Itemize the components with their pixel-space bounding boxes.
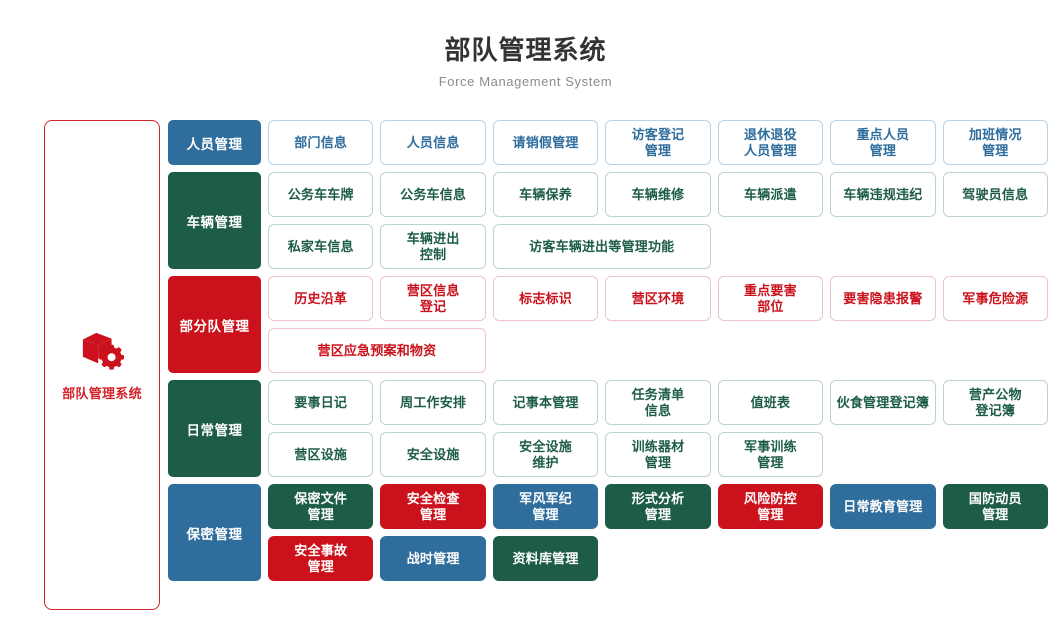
module-button[interactable]: 安全事故 管理 xyxy=(268,536,374,581)
module-button[interactable]: 要害隐患报警 xyxy=(830,276,936,321)
module-board: 部队管理系统 人员管理部门信息人员信息请销假管理访客登记 管理退休退役 人员管理… xyxy=(0,120,1051,610)
module-button[interactable]: 值班表 xyxy=(717,380,824,425)
module-button[interactable]: 营区应急预案和物资 xyxy=(268,328,486,373)
module-button[interactable]: 安全设施 维护 xyxy=(492,432,599,477)
module-button[interactable]: 车辆违规违纪 xyxy=(830,172,936,217)
category-label[interactable]: 日常管理 xyxy=(168,380,261,477)
module-button[interactable]: 营区信息 登记 xyxy=(380,276,486,321)
category-label[interactable]: 部分队管理 xyxy=(168,276,261,373)
module-row: 私家车信息车辆进出 控制访客车辆进出等管理功能 xyxy=(268,224,1048,269)
module-button[interactable]: 营区设施 xyxy=(268,432,374,477)
section-rows: 公务车车牌公务车信息车辆保养车辆维修车辆派遣车辆违规违纪驾驶员信息私家车信息车辆… xyxy=(268,172,1048,269)
module-button[interactable]: 营产公物 登记簿 xyxy=(942,380,1048,425)
section: 车辆管理公务车车牌公务车信息车辆保养车辆维修车辆派遣车辆违规违纪驾驶员信息私家车… xyxy=(168,172,1048,269)
module-button[interactable]: 车辆派遣 xyxy=(717,172,824,217)
category-label[interactable]: 车辆管理 xyxy=(168,172,261,269)
module-button[interactable]: 历史沿革 xyxy=(268,276,374,321)
box-gear-icon xyxy=(79,329,125,373)
section-rows: 部门信息人员信息请销假管理访客登记 管理退休退役 人员管理重点人员 管理加班情况… xyxy=(268,120,1048,165)
page-subtitle: Force Management System xyxy=(438,73,613,89)
sections-container: 人员管理部门信息人员信息请销假管理访客登记 管理退休退役 人员管理重点人员 管理… xyxy=(168,120,1048,588)
module-button[interactable]: 形式分析 管理 xyxy=(605,484,711,529)
module-button[interactable]: 车辆进出 控制 xyxy=(380,224,486,269)
module-button[interactable]: 部门信息 xyxy=(268,120,374,165)
module-button[interactable]: 战时管理 xyxy=(380,536,486,581)
module-button[interactable]: 伙食管理登记簿 xyxy=(830,380,936,425)
section-rows: 要事日记周工作安排记事本管理任务清单 信息值班表伙食管理登记簿营产公物 登记簿营… xyxy=(268,380,1048,477)
module-button[interactable]: 车辆保养 xyxy=(492,172,599,217)
module-button[interactable]: 风险防控 管理 xyxy=(717,484,824,529)
module-button[interactable]: 军事危险源 xyxy=(942,276,1048,321)
category-label[interactable]: 保密管理 xyxy=(168,484,261,581)
section-rows: 保密文件 管理安全检查 管理军风军纪 管理形式分析 管理风险防控 管理日常教育管… xyxy=(268,484,1048,581)
module-row: 保密文件 管理安全检查 管理军风军纪 管理形式分析 管理风险防控 管理日常教育管… xyxy=(268,484,1048,529)
section: 部分队管理历史沿革营区信息 登记标志标识营区环境重点要害 部位要害隐患报警军事危… xyxy=(168,276,1048,373)
module-row: 安全事故 管理战时管理资料库管理 xyxy=(268,536,1048,581)
module-button[interactable]: 营区环境 xyxy=(605,276,711,321)
module-button[interactable]: 退休退役 人员管理 xyxy=(717,120,824,165)
module-button[interactable]: 周工作安排 xyxy=(380,380,486,425)
module-button[interactable]: 人员信息 xyxy=(380,120,486,165)
module-row: 要事日记周工作安排记事本管理任务清单 信息值班表伙食管理登记簿营产公物 登记簿 xyxy=(268,380,1048,425)
category-label[interactable]: 人员管理 xyxy=(168,120,261,165)
section: 人员管理部门信息人员信息请销假管理访客登记 管理退休退役 人员管理重点人员 管理… xyxy=(168,120,1048,165)
module-button[interactable]: 军事训练 管理 xyxy=(717,432,824,477)
module-button[interactable]: 国防动员 管理 xyxy=(942,484,1048,529)
section: 日常管理要事日记周工作安排记事本管理任务清单 信息值班表伙食管理登记簿营产公物 … xyxy=(168,380,1048,477)
section: 保密管理保密文件 管理安全检查 管理军风军纪 管理形式分析 管理风险防控 管理日… xyxy=(168,484,1048,581)
module-button[interactable]: 公务车车牌 xyxy=(268,172,374,217)
module-button[interactable]: 安全检查 管理 xyxy=(380,484,486,529)
sidebar-brand-panel: 部队管理系统 xyxy=(44,120,160,610)
module-button[interactable]: 私家车信息 xyxy=(268,224,374,269)
module-button[interactable]: 资料库管理 xyxy=(492,536,599,581)
module-button[interactable]: 标志标识 xyxy=(492,276,599,321)
module-row: 公务车车牌公务车信息车辆保养车辆维修车辆派遣车辆违规违纪驾驶员信息 xyxy=(268,172,1048,217)
module-button[interactable]: 车辆维修 xyxy=(605,172,711,217)
module-button[interactable]: 重点人员 管理 xyxy=(830,120,936,165)
module-button[interactable]: 访客车辆进出等管理功能 xyxy=(492,224,711,269)
page-header: 部队管理系统 Force Management System xyxy=(0,0,1051,89)
module-button[interactable]: 任务清单 信息 xyxy=(605,380,711,425)
module-button[interactable]: 重点要害 部位 xyxy=(717,276,824,321)
module-row: 营区应急预案和物资 xyxy=(268,328,1048,373)
module-button[interactable]: 加班情况 管理 xyxy=(942,120,1048,165)
module-row: 部门信息人员信息请销假管理访客登记 管理退休退役 人员管理重点人员 管理加班情况… xyxy=(268,120,1048,165)
module-button[interactable]: 日常教育管理 xyxy=(830,484,936,529)
module-row: 历史沿革营区信息 登记标志标识营区环境重点要害 部位要害隐患报警军事危险源 xyxy=(268,276,1048,321)
module-button[interactable]: 训练器材 管理 xyxy=(605,432,711,477)
module-button[interactable]: 军风军纪 管理 xyxy=(492,484,599,529)
module-button[interactable]: 要事日记 xyxy=(268,380,374,425)
module-button[interactable]: 请销假管理 xyxy=(492,120,599,165)
sidebar-brand-label: 部队管理系统 xyxy=(62,385,142,401)
section-rows: 历史沿革营区信息 登记标志标识营区环境重点要害 部位要害隐患报警军事危险源营区应… xyxy=(268,276,1048,373)
module-button[interactable]: 保密文件 管理 xyxy=(268,484,374,529)
page-title: 部队管理系统 xyxy=(444,35,607,65)
module-button[interactable]: 访客登记 管理 xyxy=(605,120,711,165)
module-button[interactable]: 安全设施 xyxy=(380,432,486,477)
module-button[interactable]: 驾驶员信息 xyxy=(942,172,1048,217)
module-button[interactable]: 记事本管理 xyxy=(492,380,599,425)
module-button[interactable]: 公务车信息 xyxy=(380,172,486,217)
module-row: 营区设施安全设施安全设施 维护训练器材 管理军事训练 管理 xyxy=(268,432,1048,477)
